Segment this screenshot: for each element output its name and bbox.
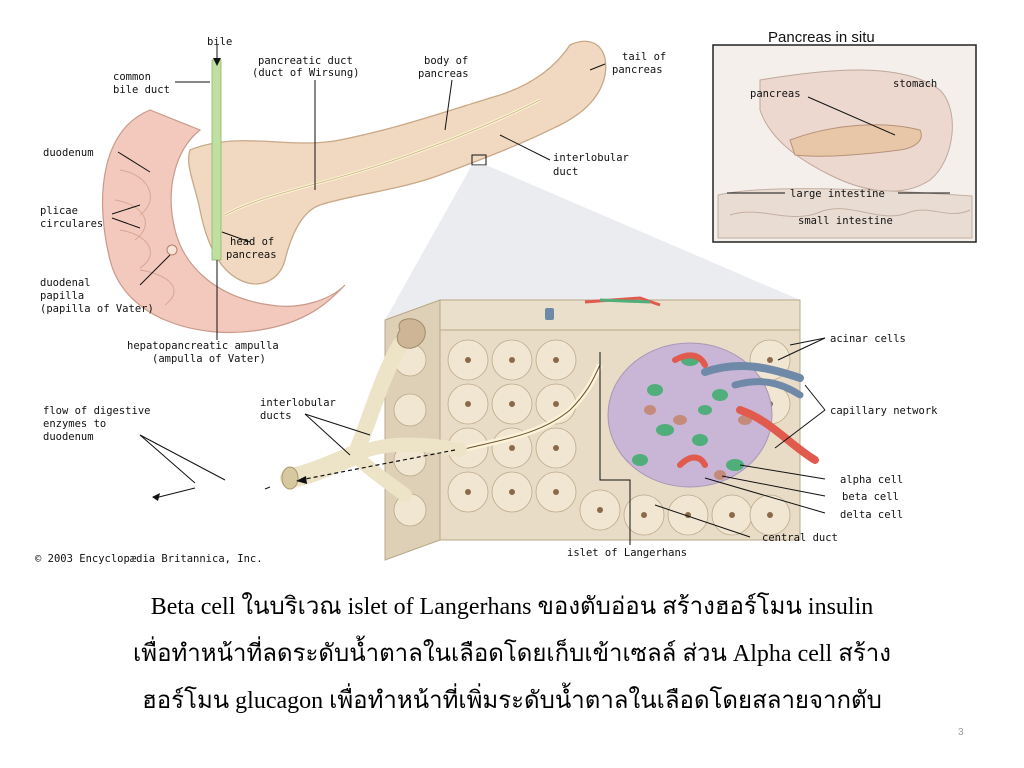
figure-labels: bile common bile duct pancreatic duct (d… xyxy=(35,29,938,565)
tissue-block-illustration xyxy=(384,296,819,561)
label-capillary-network: capillary network xyxy=(830,405,938,417)
label-papilla-2: papilla xyxy=(40,290,84,302)
label-ampulla-1: hepatopancreatic ampulla xyxy=(127,340,279,352)
label-pancreatic-duct-2: (duct of Wirsung) xyxy=(252,67,359,79)
label-common-bile-duct-1: common xyxy=(113,71,151,83)
label-islet-of-langerhans: islet of Langerhans xyxy=(567,547,687,559)
leader-lines xyxy=(111,63,826,545)
inset-label-pancreas: pancreas xyxy=(750,88,801,100)
page-number: 3 xyxy=(958,727,964,738)
label-flow-3: duodenum xyxy=(43,431,94,443)
label-pancreatic-duct-1: pancreatic duct xyxy=(258,55,353,67)
inset-title: Pancreas in situ xyxy=(768,29,875,46)
label-head-2: pancreas xyxy=(226,249,277,261)
label-head-1: head of xyxy=(230,236,274,248)
label-tail-2: pancreas xyxy=(612,64,663,76)
label-interlobular-ducts-1: interlobular xyxy=(260,397,336,409)
label-body-2: pancreas xyxy=(418,68,469,80)
label-papilla-3: (papilla of Vater) xyxy=(40,303,154,315)
label-common-bile-duct-2: bile duct xyxy=(113,84,170,96)
label-papilla-1: duodenal xyxy=(40,277,91,289)
pancreas-illustration xyxy=(188,40,607,285)
label-central-duct: central duct xyxy=(762,532,838,544)
label-beta-cell: beta cell xyxy=(842,491,899,503)
label-flow-1: flow of digestive xyxy=(43,405,150,417)
caption-line-3: ฮอร์โมน glucagon เพื่อทำหน้าที่เพิ่มระดั… xyxy=(142,688,882,714)
label-plicae-1: plicae xyxy=(40,205,78,217)
inset-label-stomach: stomach xyxy=(893,78,937,90)
inset-pancreas-in-situ xyxy=(712,44,977,243)
inset-label-small-intestine: small intestine xyxy=(798,215,893,227)
inset-label-large-intestine: large intestine xyxy=(790,188,885,200)
label-tail-1: tail of xyxy=(622,51,666,63)
label-interlobular-duct-2: duct xyxy=(553,166,578,178)
zoom-cone xyxy=(385,165,800,320)
pancreas-anatomy-figure: bile common bile duct pancreatic duct (d… xyxy=(35,29,977,565)
copyright-notice: © 2003 Encyclopædia Britannica, Inc. xyxy=(35,553,263,565)
caption-line-1: Beta cell ในบริเวณ islet of Langerhans ข… xyxy=(150,594,874,620)
duodenum-illustration xyxy=(102,109,346,333)
label-acinar-cells: acinar cells xyxy=(830,333,906,345)
label-body-1: body of xyxy=(424,55,468,67)
label-interlobular-duct-1: interlobular xyxy=(553,152,629,164)
label-duodenum: duodenum xyxy=(43,147,94,159)
interlobular-ducts-illustration xyxy=(280,318,467,502)
label-ampulla-2: (ampulla of Vater) xyxy=(152,353,266,365)
label-plicae-2: circulares xyxy=(40,218,103,230)
label-alpha-cell: alpha cell xyxy=(840,474,903,486)
label-delta-cell: delta cell xyxy=(840,509,903,521)
label-bile: bile xyxy=(207,36,232,48)
bile-duct-illustration xyxy=(211,45,222,261)
caption-line-2: เพื่อทำหน้าที่ลดระดับน้ำตาลในเลือดโดยเก็… xyxy=(133,641,891,667)
label-interlobular-ducts-2: ducts xyxy=(260,410,292,422)
label-flow-2: enzymes to xyxy=(43,418,106,430)
